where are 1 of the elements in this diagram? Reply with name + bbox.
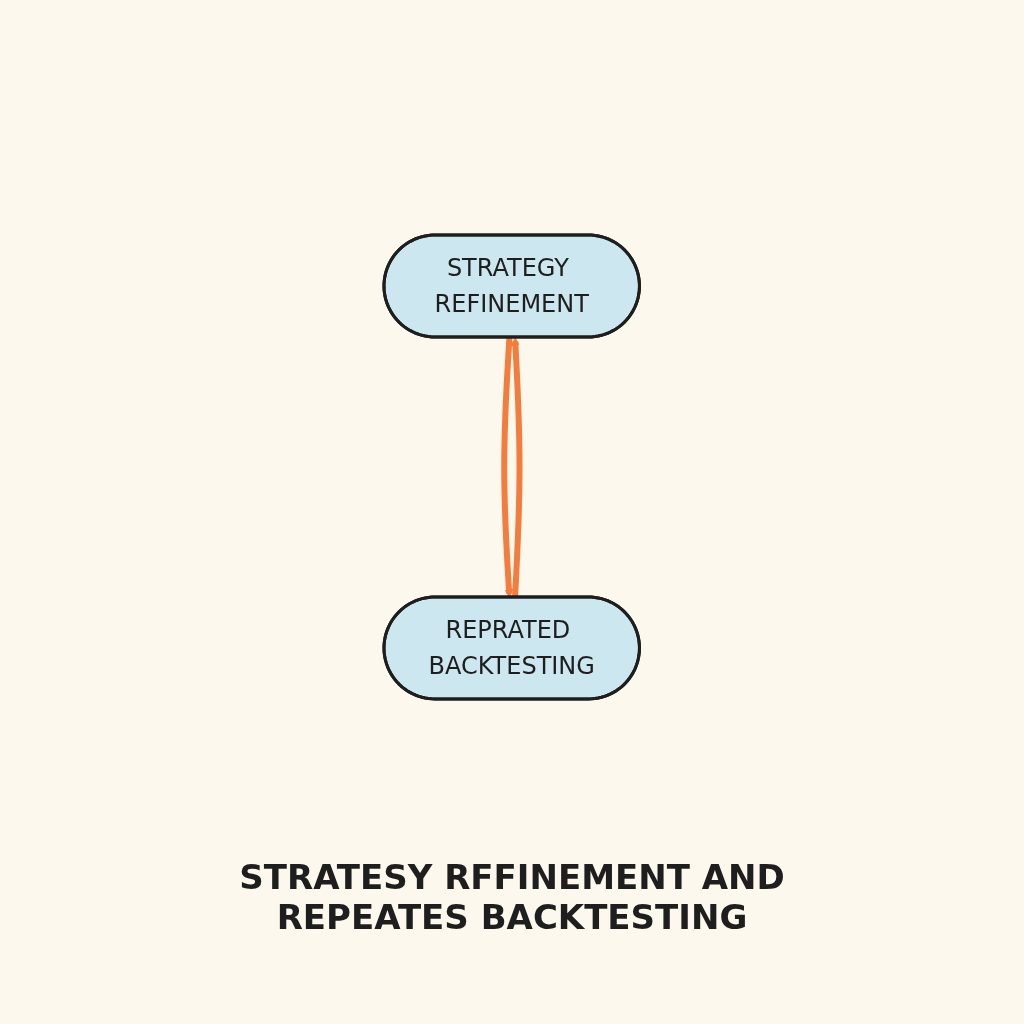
center-text: STRATESY RFFINEMENT AND REPEATES BACKTESTING bbox=[238, 857, 786, 937]
